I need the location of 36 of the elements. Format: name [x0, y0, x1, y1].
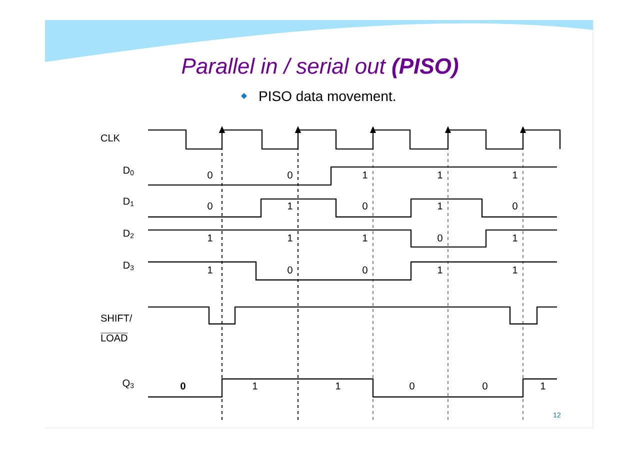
bit-value: 0	[206, 170, 214, 180]
signal-name: D$_{3}$	[124, 262, 134, 270]
bit-value: 0	[408, 381, 416, 391]
slide-title: Parallel in / serial out (PISO)	[182, 58, 458, 78]
bit-value: 0	[511, 201, 519, 211]
bit-value: 0	[481, 381, 489, 391]
bit-value: 1	[436, 202, 444, 210]
bit-value: 1	[539, 382, 547, 390]
bit-value: 1	[286, 234, 294, 242]
bit-value: 1	[206, 234, 214, 242]
signal-name: D$_{2}$	[124, 230, 134, 238]
signal-name: SHIFT/	[101, 314, 132, 322]
signal-name: Q$_{3}$	[122, 380, 134, 388]
signal-name: D$_{1}$	[124, 198, 134, 206]
bit-value: 0	[206, 201, 214, 211]
bit-value: 1	[206, 266, 214, 274]
bit-value: 1	[361, 234, 369, 242]
signal-name: CLK	[101, 134, 120, 142]
bit-value: 1	[436, 170, 444, 180]
bit-value: 1	[334, 382, 342, 390]
bullet-text: PISO data movement.	[260, 90, 395, 102]
bit-value: 1	[436, 266, 444, 274]
bit-value: 0	[361, 201, 369, 211]
bit-value: 0	[361, 265, 369, 275]
bit-value: 1	[286, 202, 294, 210]
bit-value: 1	[511, 234, 519, 242]
bit-value: 0	[286, 265, 294, 275]
bit-value: 1	[511, 170, 519, 180]
bit-value: 1	[511, 266, 519, 274]
bit-value: 1	[361, 170, 369, 180]
bit-value: 0	[179, 381, 187, 391]
bit-value: 0	[436, 233, 444, 243]
bit-value: 0	[286, 170, 294, 180]
bit-value: 1	[251, 382, 259, 390]
signal-name: D$_{0}$	[124, 166, 134, 176]
signal-name: LOAD	[100, 332, 128, 342]
